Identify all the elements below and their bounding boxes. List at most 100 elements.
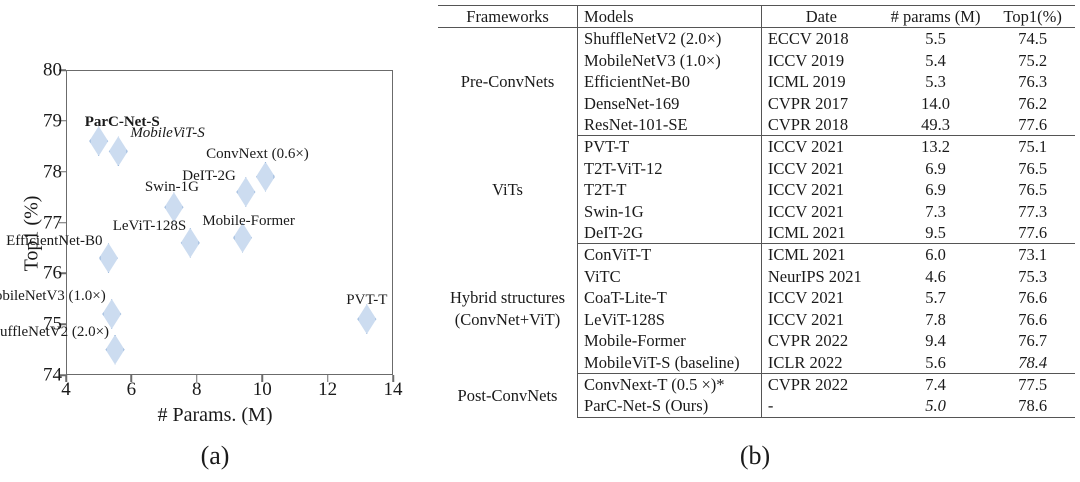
cell-date: ICCV 2021 — [760, 179, 881, 201]
scatter-point-label: Mobile-Former — [202, 212, 295, 229]
y-tick-label: 76 — [43, 262, 62, 284]
cell-date: ICLR 2022 — [760, 351, 881, 374]
scatter-marker — [164, 192, 184, 223]
cell-params: 49.3 — [880, 114, 991, 137]
cell-model: ShuffleNetV2 (2.0×) — [577, 27, 762, 50]
cell-model: ResNet-101-SE — [577, 114, 762, 137]
cell-params: 7.8 — [925, 309, 946, 329]
scatter-marker — [108, 136, 128, 167]
scatter-point-label: MobileNetV3 (1.0×) — [0, 288, 106, 304]
framework-label-line2: (ConvNet+ViT) — [454, 309, 561, 329]
cell-params: 5.4 — [925, 50, 946, 70]
cell-params: 5.0 — [880, 395, 991, 418]
scatter-point-label: LeViT-128S — [112, 217, 187, 234]
plot-frame — [66, 70, 393, 375]
scatter-marker — [233, 222, 253, 253]
scatter-point-label: ShuffleNetV2 (2.0×) — [0, 323, 110, 340]
cell-date: CVPR 2017 — [760, 92, 881, 115]
cell-date: - — [760, 395, 881, 418]
cell-top1: 77.6 — [990, 114, 1075, 137]
cell-params: 4.6 — [925, 266, 946, 286]
y-tick-mark — [59, 69, 66, 71]
scatter-marker — [99, 243, 118, 274]
y-tick-label: 78 — [43, 161, 62, 183]
x-tick-label: 10 — [252, 379, 272, 400]
x-tick-label: 12 — [318, 379, 338, 400]
scatter-point-label: Swin-1G — [144, 179, 199, 196]
cell-top1: 76.2 — [1018, 93, 1048, 113]
scatter-marker — [236, 177, 256, 207]
panel-a-caption: (a) — [200, 441, 230, 470]
cell-top1: 76.5 — [1018, 180, 1048, 200]
cell-model: MobileViT-S (baseline) — [577, 351, 762, 374]
cell-date: CVPR 2022 — [760, 373, 881, 396]
header-top1: Top1(%) — [990, 4, 1075, 29]
cell-model: T2T-ViT-12 — [577, 157, 762, 180]
scatter-point-label: ParC-Net-S — [84, 114, 160, 131]
cell-params: 7.3 — [925, 201, 946, 221]
cell-date: ICML 2021 — [760, 243, 881, 266]
table-header: Frameworks Models Date # params (M) Top1… — [438, 4, 1075, 29]
y-tick-label: 77 — [43, 212, 62, 233]
cell-model: EfficientNet-B0 — [577, 71, 762, 93]
cell-framework: ViTs — [492, 180, 523, 200]
cell-top1: 76.3 — [1018, 72, 1048, 92]
cell-params: 14.0 — [921, 93, 950, 113]
cell-framework: Pre-ConvNets — [460, 72, 555, 92]
cell-params: 13.2 — [921, 137, 950, 157]
x-axis-title: # Params. (M) — [157, 404, 273, 426]
y-tick-mark — [59, 170, 66, 173]
y-tick-label: 80 — [43, 59, 62, 81]
cell-top1: 78.6 — [990, 395, 1075, 418]
cell-top1: 78.4 — [990, 351, 1075, 374]
cell-top1: 76.7 — [1018, 331, 1048, 351]
header-frameworks: Frameworks — [438, 4, 578, 29]
cell-date: ICML 2021 — [760, 222, 881, 245]
cell-params: 9.4 — [925, 331, 946, 351]
cell-model: MobileNetV3 (1.0×) — [577, 49, 762, 72]
y-tick-label: 74 — [43, 364, 62, 386]
cell-params: 5.3 — [925, 72, 946, 92]
y-tick-mark — [59, 323, 66, 325]
cell-date: ICCV 2021 — [760, 287, 881, 309]
cell-date: CVPR 2022 — [760, 330, 881, 352]
scatter-marker — [255, 161, 275, 192]
table-header-row: Frameworks Models Date # params (M) Top1… — [438, 4, 1075, 29]
y-tick-mark — [59, 120, 66, 122]
y-axis-title: Top1 (%) — [20, 195, 43, 272]
cell-top1: 75.3 — [1018, 266, 1048, 286]
cell-params: 5.5 — [925, 29, 946, 49]
cell-top1: 77.3 — [1018, 201, 1048, 221]
cell-top1: 73.1 — [1018, 245, 1048, 265]
x-tick-mark — [392, 375, 394, 382]
x-tick-mark — [196, 375, 198, 382]
cell-framework: Post-ConvNets — [457, 385, 558, 405]
x-tick-mark — [326, 375, 329, 382]
cell-model: ConViT-T — [577, 243, 762, 266]
scatter-point-label: PVT-T — [346, 292, 388, 309]
x-tick-mark — [130, 375, 133, 382]
cell-model: PVT-T — [577, 135, 762, 158]
cell-top1: 75.1 — [1018, 137, 1048, 157]
cell-date: CVPR 2018 — [760, 114, 881, 137]
cell-date: ICCV 2021 — [760, 157, 881, 180]
x-tick-mark — [261, 375, 263, 382]
cell-model: T2T-T — [577, 179, 762, 201]
cell-date: ICCV 2019 — [760, 49, 881, 72]
scatter-marker — [105, 334, 125, 365]
header-date: Date — [760, 4, 881, 29]
cell-top1: 76.6 — [1018, 309, 1048, 329]
cell-model: ConvNext-T (0.5 ×)* — [577, 373, 762, 396]
y-tick-mark — [59, 272, 66, 275]
